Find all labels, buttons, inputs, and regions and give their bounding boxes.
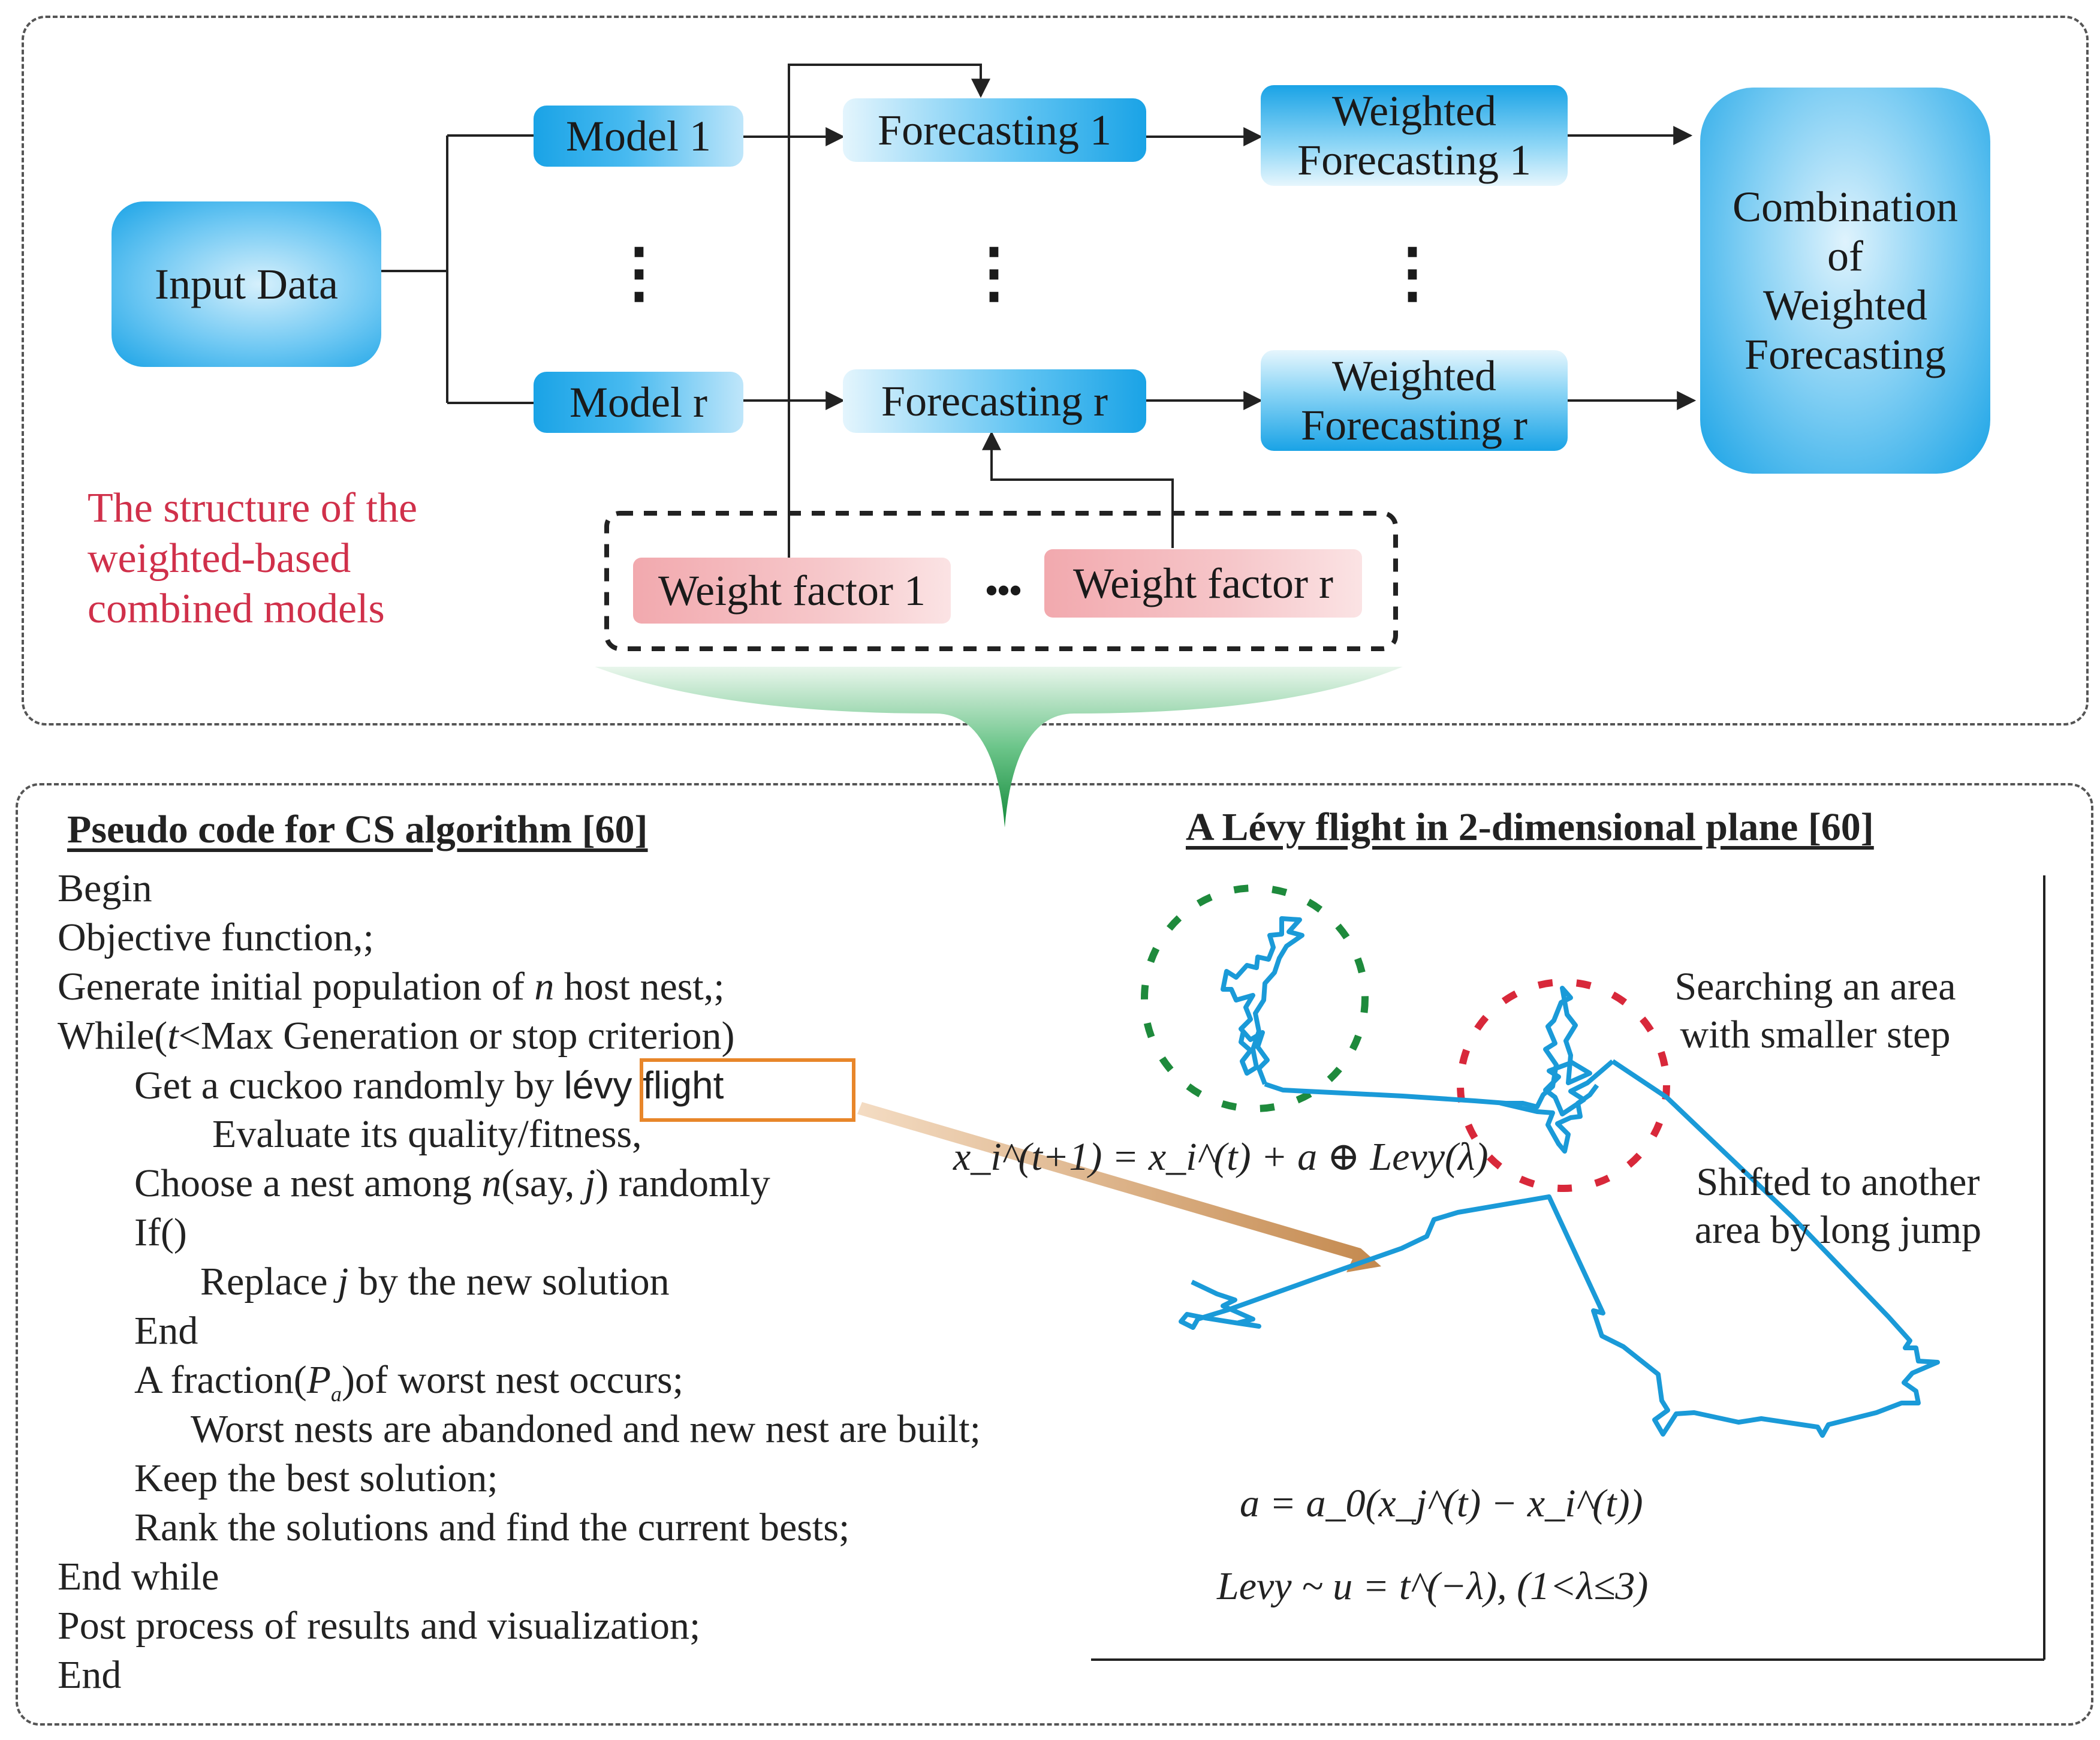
forecasting-r-label: Forecasting r	[881, 377, 1108, 425]
cs-algorithm-panel	[16, 783, 2093, 1726]
caption-line3: combined models	[88, 586, 385, 632]
weighted-forecasting-1-line1: Weighted	[1331, 87, 1497, 135]
forecasts-ellipsis: ⋮	[961, 236, 1027, 309]
levy-flight-highlight	[640, 1058, 855, 1122]
pseudo-code-heading: Pseudo code for CS algorithm [60]	[67, 808, 648, 851]
code-line-5: Get a cuckoo randomly by lévy flight	[134, 1064, 724, 1107]
code-line-7: Choose a nest among n(say, j) randomly	[134, 1161, 770, 1205]
levy-flight-term: lévy flight	[564, 1064, 724, 1107]
code-line-4: While(t<Max Generation or stop criterion…	[58, 1014, 735, 1058]
code-line-8: If()	[134, 1211, 187, 1254]
weight-factor-group	[604, 511, 1398, 651]
combination-line4: Forecasting	[1745, 330, 1946, 378]
levy-plot-axes	[1091, 875, 2045, 1661]
levy-flight-cluster-red	[1499, 986, 1614, 1154]
structure-panel	[22, 16, 2089, 725]
weighted-forecasting-r-line1: Weighted	[1331, 352, 1497, 400]
update-formula: x_i^(t+1) = x_i^(t) + a ⊕ Levy(λ)	[953, 1135, 1489, 1179]
caption-line2: weighted-based	[88, 535, 351, 582]
weighted-forecasting-1-line2: Forecasting 1	[1297, 136, 1531, 184]
model-1-box: Model 1	[534, 106, 743, 167]
code-line-11: A fraction(Pa)of worst nest occurs;	[134, 1358, 684, 1407]
combination-line3: Weighted	[1762, 281, 1928, 329]
weighted-forecasting-r-line2: Forecasting r	[1301, 401, 1527, 449]
step-size-formula: a = a_0(x_j^(t) − x_i^(t))	[1240, 1482, 1643, 1525]
combination-line1: Combination	[1733, 183, 1958, 231]
long-jump-annotation: Shifted to another area by long jump	[1694, 1160, 1982, 1252]
weighted-ellipsis: ⋮	[1379, 236, 1445, 309]
forecasting-1-box: Forecasting 1	[843, 98, 1146, 162]
weighted-forecasting-1-box: Weighted Forecasting 1	[1261, 85, 1568, 186]
models-ellipsis: ⋮	[606, 236, 672, 309]
code-line-9: Replace j by the new solution	[200, 1260, 670, 1304]
weight-factor-r-label: Weight factor r	[1072, 559, 1333, 607]
levy-flight-trajectory	[1179, 1059, 1940, 1438]
small-step-circle-green	[1141, 884, 1369, 1112]
caption-line1: The structure of the	[88, 485, 418, 531]
model-1-label: Model 1	[566, 112, 711, 160]
levy-link-arrow	[857, 1102, 1381, 1272]
weighted-forecasting-r-box: Weighted Forecasting r	[1261, 350, 1568, 451]
code-line-12: Worst nests are abandoned and new nest a…	[191, 1407, 981, 1451]
structure-caption: The structure of the weighted-based comb…	[88, 483, 417, 634]
input-data-label: Input Data	[155, 260, 338, 308]
levy-flight-cluster-green	[1221, 916, 1304, 1085]
small-step-circle-red	[1457, 979, 1670, 1192]
model-r-label: Model r	[570, 378, 707, 426]
combination-box: Combination of Weighted Forecasting	[1700, 88, 1990, 474]
code-line-1: Begin	[58, 866, 152, 910]
small-step-annotation: Searching an area with smaller step	[1674, 965, 1956, 1056]
code-line-16: Post process of results and visualizatio…	[58, 1604, 701, 1648]
weight-factors-ellipsis: • • •	[985, 571, 1022, 610]
code-line-6: Evaluate its quality/fitness,	[212, 1112, 642, 1156]
code-line-3: Generate initial population of n host ne…	[58, 965, 725, 1009]
weight-factor-1-box: Weight factor 1	[633, 558, 951, 624]
forecasting-r-box: Forecasting r	[843, 369, 1146, 433]
code-line-17: End	[58, 1653, 122, 1697]
input-to-models-connector	[381, 134, 534, 404]
model-r-box: Model r	[534, 372, 743, 433]
model-to-forecast-arrows	[743, 126, 1697, 410]
levy-heading: A Lévy flight in 2-dimensional plane [60…	[1186, 805, 1874, 849]
code-line-10: End	[134, 1309, 198, 1353]
code-line-13: Keep the best solution;	[134, 1456, 498, 1500]
code-line-15: End while	[58, 1555, 219, 1598]
levy-distribution-formula: Levy ~ u = t^(−λ), (1<λ≤3)	[1217, 1564, 1649, 1608]
forecasting-1-label: Forecasting 1	[878, 106, 1111, 154]
code-line-2: Objective function,;	[58, 916, 374, 959]
input-data-box: Input Data	[112, 201, 381, 367]
weight-factor-r-box: Weight factor r	[1044, 549, 1362, 618]
weight-factor-1-label: Weight factor 1	[658, 567, 926, 615]
levy-flight-link	[1264, 1082, 1507, 1106]
combination-line2: of	[1827, 232, 1863, 280]
green-connector	[595, 667, 1403, 827]
code-line-14: Rank the solutions and find the current …	[134, 1506, 850, 1549]
